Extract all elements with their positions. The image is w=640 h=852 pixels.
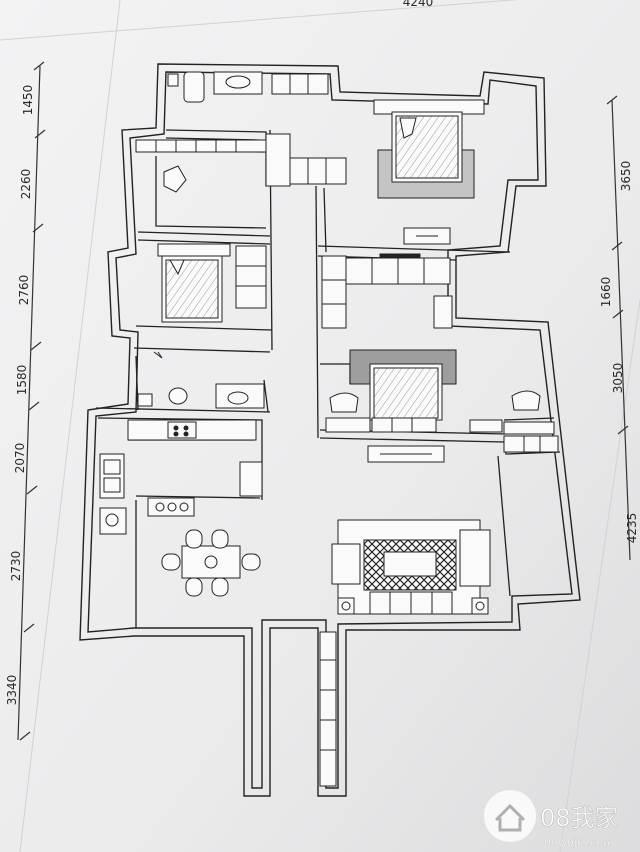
balcony-storage (319, 631, 337, 787)
right-bedroom-furniture (325, 349, 559, 463)
right-dim-3: 3050 (611, 363, 625, 394)
hall-cabinets (321, 253, 453, 329)
right-dim-4: 4235 (625, 513, 639, 544)
top-bathroom-fixtures (167, 71, 329, 103)
left-dim-3: 2760 (17, 275, 31, 306)
watermark-brand: 08我家 (540, 804, 619, 832)
watermark-url: 08wojia.com (544, 836, 614, 849)
left-dim-7: 3340 (5, 675, 19, 706)
dining-table-set (161, 529, 261, 597)
left-dim-6: 2730 (9, 551, 23, 582)
left-dim-2: 2260 (19, 169, 33, 200)
watermark: 08我家 08wojia.com (484, 790, 619, 849)
right-dim-2: 1660 (599, 277, 613, 308)
exterior-walls (79, 63, 581, 797)
left-dim-5: 2070 (13, 443, 27, 474)
right-dimension-line (606, 95, 631, 561)
bathroom-two-fixtures (137, 351, 265, 409)
right-dim-1: 3650 (619, 161, 633, 192)
left-dim-4: 1580 (15, 365, 29, 396)
top-dimension-label: 4240 (403, 0, 434, 9)
master-bedroom-furniture (373, 99, 485, 245)
house-icon (484, 790, 536, 842)
right-dimension-labels: 3650 1660 3050 4235 (599, 161, 639, 544)
left-dimension-line (17, 61, 46, 741)
left-dimension-labels: 1450 2260 2760 1580 2070 2730 3340 (5, 85, 35, 706)
left-dim-1: 1450 (21, 85, 35, 116)
living-room-sofa-set (331, 519, 491, 615)
study-room-furniture (135, 133, 347, 193)
kitchen-fixtures (99, 419, 263, 535)
bedroom-two-furniture (157, 243, 267, 323)
